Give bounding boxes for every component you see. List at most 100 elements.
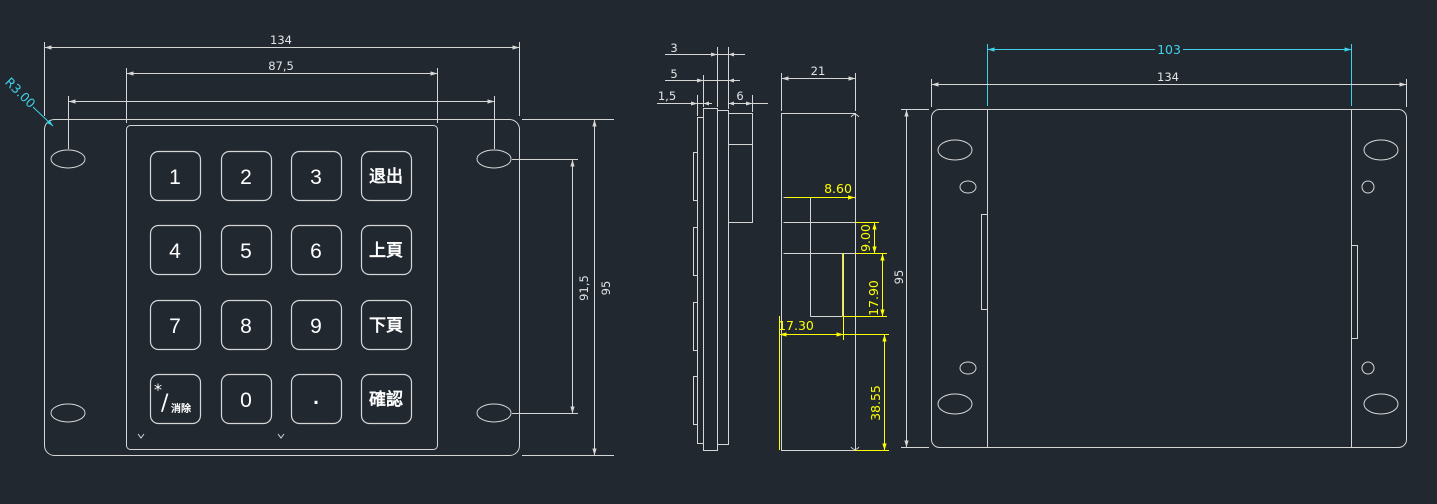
extension-lines [44,42,614,456]
dim-9-00: 9.00 [858,224,873,252]
bezel-profile [697,117,704,444]
dim-8-60: 8.60 [824,181,852,196]
profile-view: 3 5 1,5 6 [657,41,768,451]
body-profile [717,110,729,445]
key-profile [693,376,698,425]
highlight-extension-lines [779,222,889,451]
key-outline [290,299,343,351]
front-plate-outline [44,119,520,456]
dim-c-arrows [691,101,709,106]
inner-width-dimension: 103 [1157,42,1181,57]
key-9: 9 [290,299,343,351]
housing-detail-right [1351,245,1358,339]
key-5: 5 [220,224,273,276]
key-1: 1 [149,150,202,202]
key-label: 6 [310,240,322,263]
key-outline [220,373,273,425]
side-outline [781,113,856,451]
dim-d-arrows [728,101,753,106]
key-3: 3 [290,150,343,202]
key-8: 8 [220,299,273,351]
key-separator: / [161,391,169,416]
key-label: 4 [169,240,181,263]
key-label: 5 [240,240,252,263]
dim-a: 3 [670,41,677,55]
key-outline [220,299,273,351]
fixing-hole-top-left [959,180,977,194]
key-label: 上頁 [369,241,403,261]
fixing-hole-bottom-right [1361,361,1375,375]
dim-17-30: 17.30 [778,318,814,333]
key-outline [360,150,413,202]
front-view: 1 2 3 退出 4 5 6 上頁 [44,119,520,456]
dim-c: 1,5 [658,89,676,103]
edge-fillets [850,114,860,450]
key-label: 3 [310,166,322,189]
key-outline [220,224,273,276]
key-confirm: 確認 [360,373,413,425]
key-6: 6 [290,224,343,276]
key-0: 0 [220,373,273,425]
key-label: 0 [240,389,252,412]
depth-dimension: 21 [811,64,826,78]
mounting-slot-bottom-right [1363,393,1399,415]
dim-b: 5 [670,67,677,81]
mounting-slot-top-right [476,149,512,169]
extension-lines [901,79,1407,448]
key-symbol: * [154,380,162,399]
key-label: 退出 [369,166,403,187]
dim-38-55: 38.55 [868,385,883,421]
fixing-hole-top-right [1361,180,1375,194]
key-star-clear: * / 消除 [149,373,202,425]
back-view: 103 134 95 [892,42,1407,448]
key-label: 2 [240,166,252,189]
back-plate-outline [931,109,1407,448]
key-label: 8 [240,315,252,338]
key-page-up: 上頁 [360,224,413,276]
mounting-slot-bottom-left [937,393,973,415]
key-outline [149,299,202,351]
key-label: . [313,386,319,409]
key-outline [290,150,343,202]
key-outline [149,224,202,276]
key-7: 7 [149,299,202,351]
keypad-width-dimension: 87,5 [268,59,294,73]
mounting-slot-bottom-left [50,403,86,423]
key-dot: . [290,373,343,425]
key-outline [149,150,202,202]
key-label: 1 [169,166,181,189]
key-outline [290,224,343,276]
key-caption: 消除 [171,402,192,415]
overall-width-dimension: 134 [1157,70,1179,84]
key-exit: 退出 [360,150,413,202]
mounting-slot-top-right [1363,139,1399,161]
dim-d: 6 [736,89,743,103]
corner-radius-leader [32,106,54,127]
key-page-down: 下頁 [360,299,413,351]
key-outline [360,373,413,425]
key-label: 下頁 [369,316,403,336]
connector-block-profile [728,113,753,223]
key-label: 9 [310,315,322,338]
key-profile [693,227,698,276]
overall-height-dimension: 95 [599,281,613,296]
key-profile [693,152,698,201]
key-2: 2 [220,150,273,202]
mounting-slot-bottom-right [476,403,512,423]
dim-a-arrows [711,52,734,57]
fixing-hole-bottom-left [959,361,977,375]
key-outline [360,299,413,351]
slot-spacing-dimension: 91,5 [577,275,591,301]
housing-detail-left [981,214,988,310]
extension-lines [697,47,753,116]
housing-edges [987,109,1352,448]
plate-profile [703,108,718,451]
mounting-slot-top-left [937,139,973,161]
corner-radius-dimension: R3.00 [2,74,38,110]
small-tick-marks [137,433,285,439]
accent-extension-lines [987,44,1352,106]
front-view-dimensions: 134 87,5 91,5 95 R3.00 [2,33,614,456]
internal-components [783,197,855,317]
overall-height-dimension: 95 [892,270,906,285]
